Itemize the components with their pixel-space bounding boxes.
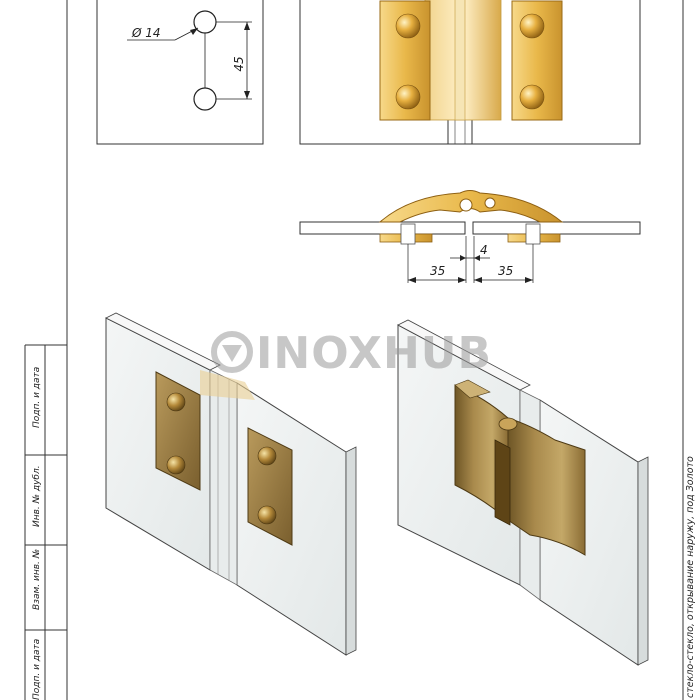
watermark-text: INOXHUB <box>256 328 492 379</box>
replace-inv-label: Взам. инв. № <box>32 549 42 610</box>
title-block-strip: Подп. и дата Инв. № дубл. Взам. инв. № П… <box>24 0 68 700</box>
sign-date-bottom-label: Подп. и дата <box>32 639 42 700</box>
front-right-screw-bottom <box>519 84 545 110</box>
front-view <box>299 0 641 145</box>
offset-left-dim: 35 <box>430 264 445 278</box>
watermark-logo: INOXHUB <box>211 328 492 379</box>
iso-right-screw-bottom <box>257 505 277 525</box>
iso-right-screw-top <box>257 446 277 466</box>
dup-inv-label: Инв. № дубл. <box>32 465 42 527</box>
isometric-view-plates <box>105 312 357 656</box>
iso-left-screw-bottom <box>166 455 186 475</box>
sign-date-top-label: Подп. и дата <box>32 367 42 428</box>
hole-spacing-dim: 45 <box>232 56 246 71</box>
section-view: 4 35 35 <box>299 190 641 283</box>
front-left-screw-top <box>395 13 421 39</box>
gap-dim: 4 <box>480 243 488 257</box>
front-right-screw-top <box>519 13 545 39</box>
product-description-note: стекло-стекло, открывание наружу, под Зо… <box>685 456 696 698</box>
hole-bottom <box>193 87 217 111</box>
hole-top <box>193 10 217 34</box>
hole-diameter-dim: Ø 14 <box>131 26 161 40</box>
hole-pattern-view: 45 Ø 14 <box>96 0 264 145</box>
offset-right-dim: 35 <box>498 264 513 278</box>
isometric-view-cover <box>397 319 649 666</box>
iso-left-screw-top <box>166 392 186 412</box>
front-left-screw-bottom <box>395 84 421 110</box>
